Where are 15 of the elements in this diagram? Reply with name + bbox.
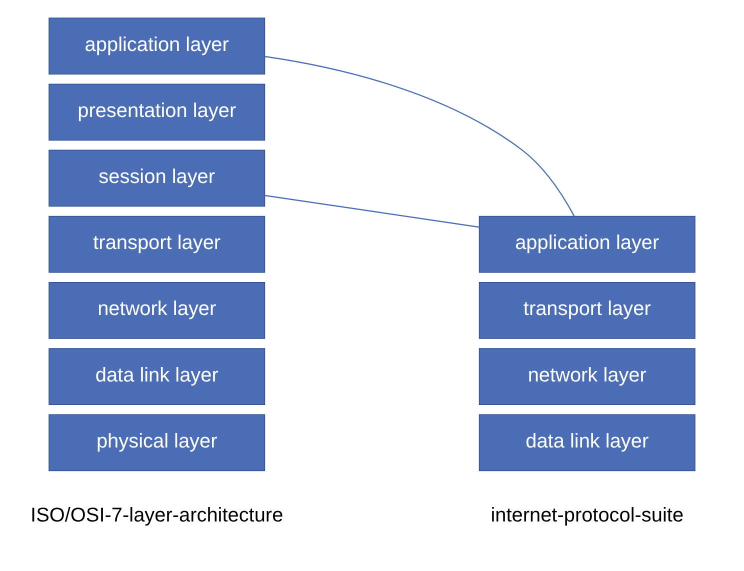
node-box: transport layer bbox=[478, 282, 696, 339]
node-box: physical layer bbox=[48, 414, 266, 472]
node-box: session layer bbox=[48, 150, 266, 207]
label: internet-protocol-suite bbox=[490, 504, 684, 527]
node-box: network layer bbox=[48, 282, 266, 339]
connector bbox=[264, 194, 480, 228]
node-box: transport layer bbox=[48, 216, 266, 273]
node-box: application layer bbox=[48, 18, 266, 74]
label: ISO/OSI-7-layer-architecture bbox=[30, 504, 284, 527]
node-box: network layer bbox=[478, 348, 696, 405]
node-box: presentation layer bbox=[48, 84, 266, 141]
node-box: data link layer bbox=[48, 348, 266, 405]
node-box: data link layer bbox=[478, 414, 696, 472]
connector bbox=[264, 56, 575, 216]
node-box: application layer bbox=[478, 216, 696, 273]
